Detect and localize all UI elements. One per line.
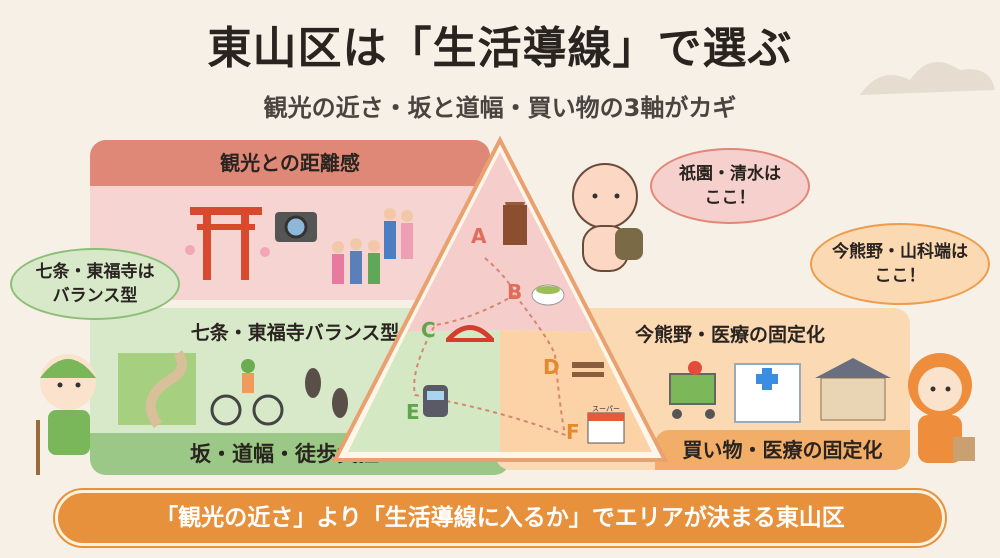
- bicycle-icon: [210, 359, 284, 426]
- page-title: 東山区は「生活導線」で選ぶ: [207, 23, 793, 74]
- train-icon: [423, 385, 448, 417]
- shopping-cart-icon: [669, 361, 716, 419]
- balance-caption: 七条・東福寺バランス型: [190, 322, 400, 344]
- point-b[interactable]: B: [507, 280, 523, 304]
- page-subtitle: 観光の近さ・坂と道幅・買い物の3軸がカギ: [263, 94, 737, 122]
- tourism-illustrations: [185, 207, 413, 284]
- tea-cup-icon: [531, 284, 565, 306]
- bridge-icon: [446, 325, 494, 342]
- store-sign: スーパー: [592, 405, 620, 413]
- supermarket-icon: スーパー: [587, 405, 625, 444]
- mascot-character-icon: [572, 163, 643, 272]
- balance-illustrations: [118, 350, 348, 428]
- lifestyle-triangle: スーパー: [331, 135, 669, 462]
- bubble-line: ここ！: [704, 188, 756, 208]
- living-illustrations: [669, 358, 891, 423]
- bubble-line: バランス型: [52, 286, 138, 306]
- point-c[interactable]: C: [421, 318, 436, 342]
- point-f[interactable]: F: [566, 420, 580, 444]
- tourists-icon: [332, 208, 413, 284]
- camera-icon: [275, 212, 317, 242]
- living-caption: 今熊野・医療の固定化: [634, 324, 825, 346]
- point-a[interactable]: A: [471, 224, 487, 248]
- bubble-line: 七条・東福寺は: [35, 262, 155, 282]
- living-band: 買い物・医療の固定化: [655, 430, 910, 470]
- hill-path-icon: [118, 350, 196, 428]
- shopper-character-icon: [908, 353, 975, 463]
- bench-icon: [572, 362, 604, 377]
- torii-icon: [185, 207, 270, 280]
- point-d[interactable]: D: [543, 355, 560, 379]
- speech-bubble-balance: 七条・東福寺は バランス型: [10, 248, 180, 320]
- bubble-line: 祇園・清水は: [679, 164, 781, 184]
- house-icon: [815, 358, 891, 421]
- bubble-line: ここ！: [874, 266, 926, 286]
- point-e[interactable]: E: [406, 400, 420, 424]
- conclusion-banner: 「観光の近さ」より「生活導線に入るか」でエリアが決まる東山区: [55, 490, 945, 546]
- tourism-header: 観光との距離感: [90, 140, 490, 186]
- bubble-line: 今熊野・山科端は: [832, 242, 968, 262]
- cloud-decoration-icon: [860, 62, 995, 95]
- hospital-icon: [734, 363, 801, 423]
- speech-bubble-tourism: 祇園・清水は ここ！: [650, 148, 810, 224]
- footprints-icon: [305, 368, 348, 418]
- hiker-character-icon: [36, 354, 96, 475]
- tourism-panel: 観光との距離感: [90, 140, 490, 300]
- speech-bubble-living: 今熊野・山科端は ここ！: [810, 223, 990, 305]
- pagoda-icon: [503, 202, 527, 245]
